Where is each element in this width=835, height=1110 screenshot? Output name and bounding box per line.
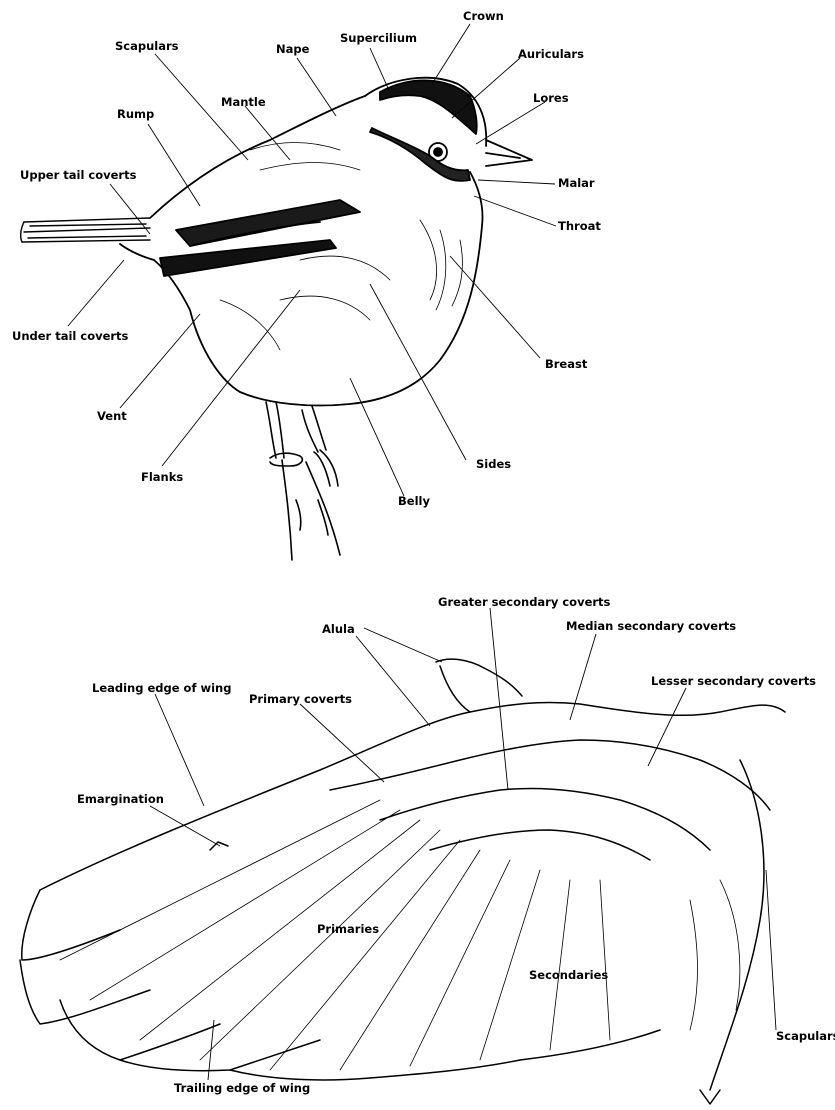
bird-body <box>120 78 532 406</box>
bird-leader-lines <box>68 24 556 496</box>
label-scapulars: Scapulars <box>115 39 179 53</box>
label-median-secondary-coverts: Median secondary coverts <box>566 619 736 633</box>
label-scapulars-wing: Scapulars <box>776 1029 835 1043</box>
label-alula: Alula <box>322 622 355 636</box>
label-vent: Vent <box>97 409 127 423</box>
label-supercilium: Supercilium <box>340 31 417 45</box>
tail <box>21 218 150 242</box>
label-nape: Nape <box>276 42 310 56</box>
label-breast: Breast <box>545 357 588 371</box>
label-upper-tail-coverts: Upper tail coverts <box>20 168 137 182</box>
branch <box>282 460 340 560</box>
label-throat: Throat <box>558 219 601 233</box>
label-trailing-edge-of-wing: Trailing edge of wing <box>174 1081 310 1095</box>
label-secondaries: Secondaries <box>529 968 608 982</box>
label-rump: Rump <box>117 107 154 121</box>
label-malar: Malar <box>558 176 595 190</box>
label-under-tail-coverts: Under tail coverts <box>12 329 129 343</box>
label-flanks: Flanks <box>141 470 183 484</box>
label-crown: Crown <box>463 9 504 23</box>
legs <box>266 402 338 486</box>
label-emargination: Emargination <box>77 792 164 806</box>
label-lesser-secondary-coverts: Lesser secondary coverts <box>651 674 816 688</box>
label-leading-edge-of-wing: Leading edge of wing <box>92 681 231 695</box>
label-lores: Lores <box>533 91 569 105</box>
label-sides: Sides <box>476 457 511 471</box>
perched-bird-illustration <box>21 78 532 560</box>
wing-illustration <box>20 659 785 1104</box>
label-mantle: Mantle <box>221 95 266 109</box>
label-primary-coverts: Primary coverts <box>249 692 352 706</box>
label-belly: Belly <box>398 494 430 508</box>
label-primaries: Primaries <box>317 922 379 936</box>
label-greater-secondary-coverts: Greater secondary coverts <box>438 595 611 609</box>
label-auriculars: Auriculars <box>518 47 584 61</box>
